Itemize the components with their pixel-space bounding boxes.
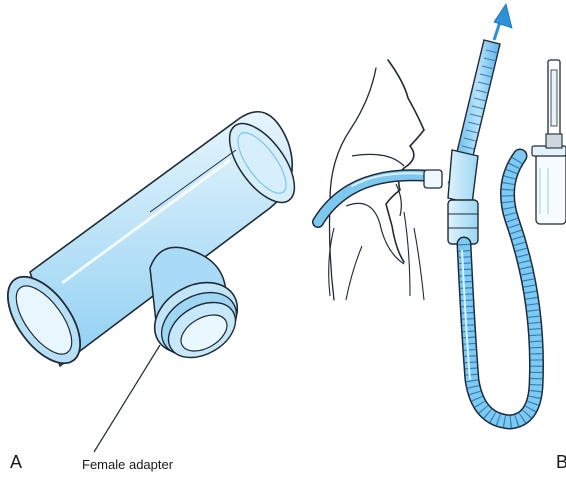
female-adapter-label: Female adapter (82, 457, 173, 472)
t-piece-adapter (0, 112, 307, 452)
panel-b-label: B (556, 452, 566, 473)
humidifier-reservoir (532, 60, 566, 224)
circuit-connector (424, 170, 442, 188)
panel-a-label: A (10, 452, 22, 473)
t-junction (448, 150, 478, 204)
female-adapter-port (142, 247, 250, 368)
callout-leader-line (94, 345, 160, 452)
flow-arrow-top (494, 4, 512, 40)
corrugated-hose-upper (456, 40, 500, 160)
patient-circuit-scene (318, 4, 566, 422)
patient-face-outline (386, 60, 424, 262)
